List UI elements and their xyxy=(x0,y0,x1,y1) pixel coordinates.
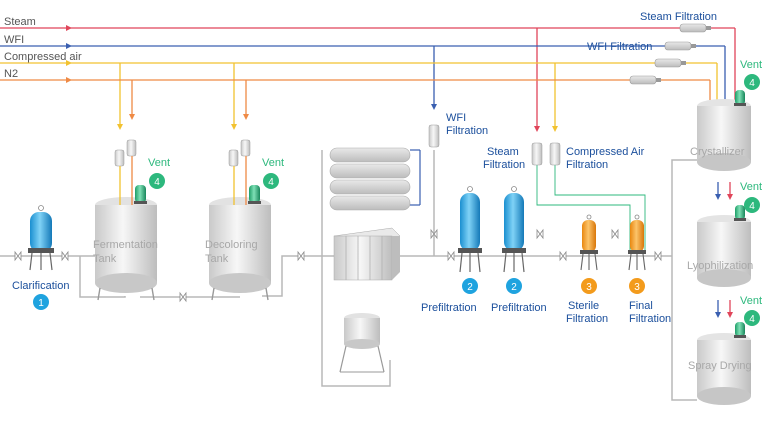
vessel-arrows xyxy=(715,182,733,318)
prefiltration-filter-1 xyxy=(458,186,482,273)
vent-badge-decoloring xyxy=(263,173,279,189)
fermentation-tank xyxy=(95,197,157,301)
vent-badge-lyophilization xyxy=(744,197,760,213)
step-2b-number: 2 xyxy=(511,282,517,293)
vent-label-decoloring: Vent xyxy=(262,157,284,169)
step-1-number: 1 xyxy=(38,298,44,309)
lyophilization-vessel xyxy=(697,205,751,287)
n2-arrow xyxy=(66,77,72,83)
compressed-air-filtration-2: Filtration xyxy=(566,159,608,171)
step-3b-label-2: Filtration xyxy=(629,313,671,325)
steam-filtration-mid-1: Steam xyxy=(487,146,519,158)
steam-filtration-mid-2: Filtration xyxy=(483,159,525,171)
step-2a-label: Prefiltration xyxy=(421,302,477,314)
air-filter-top xyxy=(654,58,686,68)
wfi-filtration-top-label: WFI Filtration xyxy=(587,41,652,53)
sterile-filter xyxy=(580,214,598,271)
vent-badge-crystallizer xyxy=(744,74,760,90)
vent-label-fermentation: Vent xyxy=(148,157,170,169)
vent-label-crystallizer: Vent xyxy=(740,59,762,71)
step-3b-label-1: Final xyxy=(629,300,653,312)
air-filter-mid xyxy=(549,142,561,166)
vent-number-decoloring: 4 xyxy=(268,177,274,188)
steam-filtration-top-label: Steam Filtration xyxy=(640,11,717,23)
fermentation-tank-label-1: Fermentation xyxy=(93,239,158,251)
air-arrow xyxy=(66,60,72,66)
step-2a-number: 2 xyxy=(467,282,473,293)
crystallizer-vessel xyxy=(697,90,751,171)
step-2b-badge xyxy=(506,278,522,294)
vent-number-crystallizer: 4 xyxy=(749,78,755,89)
vent-badge-fermentation xyxy=(149,173,165,189)
compressed-air-filtration-1: Compressed Air xyxy=(566,146,645,158)
vent-number-fermentation: 4 xyxy=(154,177,160,188)
filter-press xyxy=(333,227,401,281)
vent-label-spray-drying: Vent xyxy=(740,295,762,307)
steam-filter-top xyxy=(679,23,711,33)
holding-tank xyxy=(339,313,385,373)
step-3a-label-2: Filtration xyxy=(566,313,608,325)
vent-number-spray-drying: 4 xyxy=(749,314,755,325)
step-2b-label: Prefiltration xyxy=(491,302,547,314)
step-1-badge xyxy=(33,294,49,310)
step-1-label: Clarification xyxy=(12,280,69,292)
step-3b-badge xyxy=(629,278,645,294)
vent-label-lyophilization: Vent xyxy=(740,181,762,193)
step-2a-badge xyxy=(462,278,478,294)
steam-filter-mid xyxy=(531,142,543,166)
fermentation-inline-filters xyxy=(114,139,147,205)
wfi-filtration-mid-1: WFI xyxy=(446,112,466,124)
steam-arrow xyxy=(66,25,72,31)
clarification-filter xyxy=(28,205,54,271)
decoloring-tank-label-1: Decoloring xyxy=(205,239,258,251)
compressed-air-label: Compressed air xyxy=(4,51,82,63)
vent-number-lyophilization: 4 xyxy=(749,201,755,212)
wfi-arrow xyxy=(66,43,72,49)
crystallizer-label: Crystallizer xyxy=(690,146,745,158)
utility-labels: Steam WFI Compressed air N2 xyxy=(4,16,82,80)
decoloring-inline-filters xyxy=(228,139,261,205)
utility-lines xyxy=(0,25,736,132)
step-3a-badge xyxy=(581,278,597,294)
n2-label: N2 xyxy=(4,68,18,80)
steam-label: Steam xyxy=(4,16,36,28)
step-3b-number: 3 xyxy=(634,282,640,293)
lyophilization-label: Lyophilization xyxy=(687,260,753,272)
valves xyxy=(14,228,662,303)
wfi-filtration-mid-2: Filtration xyxy=(446,125,488,137)
final-filter xyxy=(628,214,646,271)
vent-badge-spray-drying xyxy=(744,310,760,326)
wfi-filter-mid xyxy=(428,124,440,148)
step-3a-label-1: Sterile xyxy=(568,300,599,312)
heat-exchanger-tubes xyxy=(329,147,421,211)
decoloring-tank xyxy=(209,197,271,301)
step-3a-number: 3 xyxy=(586,282,592,293)
spray-drying-label: Spray Drying xyxy=(688,360,752,372)
decoloring-tank-label-2: Tank xyxy=(205,253,229,265)
fermentation-tank-label-2: Tank xyxy=(93,253,117,265)
wfi-label: WFI xyxy=(4,34,24,46)
wfi-filter-top xyxy=(664,41,696,51)
spray-drying-vessel xyxy=(697,322,751,405)
prefiltration-filter-2 xyxy=(502,186,526,273)
n2-filter-top xyxy=(629,75,661,85)
